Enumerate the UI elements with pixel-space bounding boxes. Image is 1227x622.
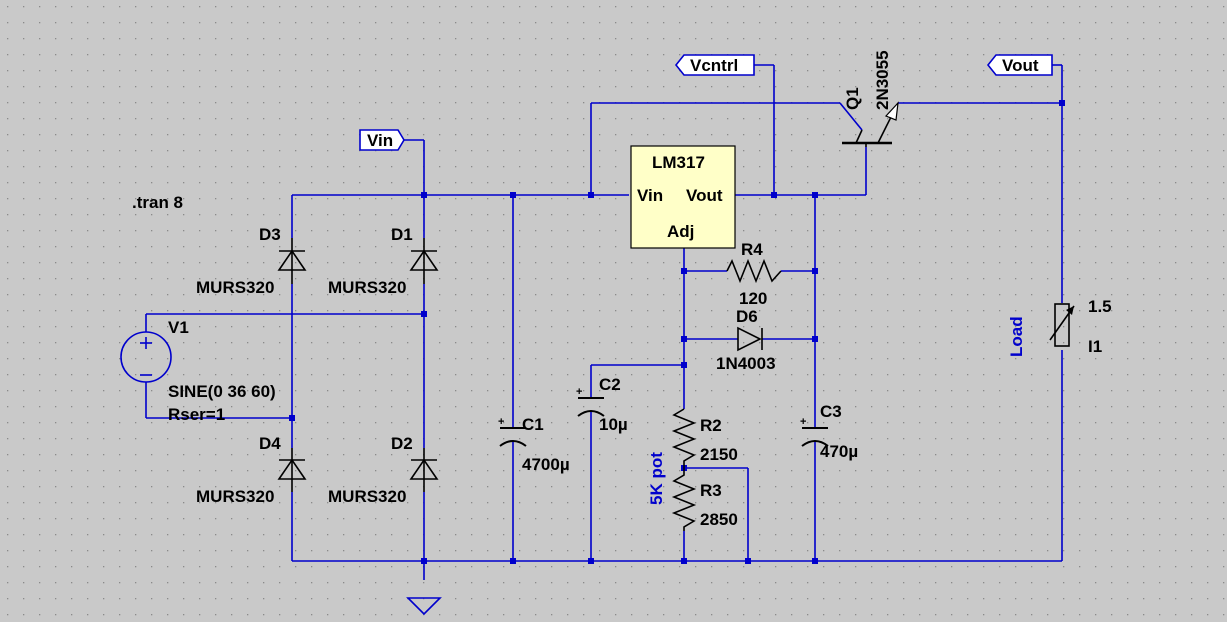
c3-value: 470µ (820, 442, 858, 461)
flag-vin[interactable]: Vin (359, 129, 405, 151)
resistor-r3[interactable]: R3 2850 (671, 468, 738, 531)
diode-d2[interactable]: D2 MURS320 (328, 434, 439, 506)
wires[interactable] (145, 64, 1063, 616)
r2-value: 2150 (700, 445, 738, 464)
d6-ref: D6 (736, 307, 758, 326)
d1-model: MURS320 (328, 278, 406, 297)
lm317-name: LM317 (652, 153, 705, 172)
regulator-lm317[interactable]: LM317 Vin Vout Adj (630, 145, 736, 249)
flag-vout-label: Vout (1002, 56, 1039, 75)
flag-vcntrl[interactable]: Vcntrl (674, 54, 755, 76)
flag-vout[interactable]: Vout (986, 54, 1053, 76)
q1-model: 2N3055 (873, 50, 892, 110)
q1-ref: Q1 (843, 87, 862, 110)
lm317-pin-adj: Adj (667, 222, 694, 241)
current-source-i1[interactable]: 1.5 I1 Load (1007, 297, 1112, 357)
svg-text:+: + (576, 386, 582, 398)
d2-model: MURS320 (328, 487, 406, 506)
tran-directive[interactable]: .tran 8 (132, 193, 183, 212)
capacitor-c3[interactable]: + C3 470µ (800, 402, 858, 461)
r4-ref: R4 (741, 240, 763, 259)
diode-d1[interactable]: D1 MURS320 (328, 225, 439, 297)
c2-ref: C2 (599, 375, 621, 394)
r3-ref: R3 (700, 481, 722, 500)
r2-ref: R2 (700, 416, 722, 435)
lm317-pin-vin: Vin (637, 186, 663, 205)
pot-comment[interactable]: 5K pot (647, 452, 666, 505)
svg-text:+: + (800, 416, 806, 428)
load-comment: Load (1007, 316, 1026, 357)
c1-ref: C1 (522, 415, 544, 434)
voltage-source-v1[interactable]: V1 SINE(0 36 60) Rser=1 (120, 318, 276, 424)
v1-value: SINE(0 36 60) (168, 382, 276, 401)
diode-d4[interactable]: D4 MURS320 (196, 434, 307, 506)
resistor-r2[interactable]: R2 2150 (671, 408, 738, 468)
c2-value: 10µ (599, 415, 628, 434)
r4-value: 120 (739, 289, 767, 308)
r3-value: 2850 (700, 510, 738, 529)
diode-d3[interactable]: D3 MURS320 (196, 225, 307, 297)
d6-model: 1N4003 (716, 354, 776, 373)
d4-ref: D4 (259, 434, 281, 453)
d3-model: MURS320 (196, 278, 274, 297)
d4-model: MURS320 (196, 487, 274, 506)
d1-ref: D1 (391, 225, 413, 244)
svg-text:+: + (498, 416, 504, 428)
d3-ref: D3 (259, 225, 281, 244)
transistor-q1[interactable]: Q1 2N3055 (842, 50, 899, 147)
diode-d6[interactable]: D6 1N4003 (716, 307, 776, 373)
capacitor-c2[interactable]: + C2 10µ (576, 375, 628, 434)
c1-value: 4700µ (522, 455, 570, 474)
resistor-r4[interactable]: R4 120 (726, 240, 782, 308)
c3-ref: C3 (820, 402, 842, 421)
i1-value: 1.5 (1088, 297, 1112, 316)
lm317-pin-vout: Vout (686, 186, 723, 205)
i1-ref: I1 (1088, 337, 1102, 356)
v1-ref: V1 (168, 318, 189, 337)
flag-vin-label: Vin (367, 131, 393, 150)
d2-ref: D2 (391, 434, 413, 453)
flag-vcntrl-label: Vcntrl (690, 56, 738, 75)
capacitor-c1[interactable]: + C1 4700µ (498, 415, 570, 474)
v1-param: Rser=1 (168, 405, 225, 424)
